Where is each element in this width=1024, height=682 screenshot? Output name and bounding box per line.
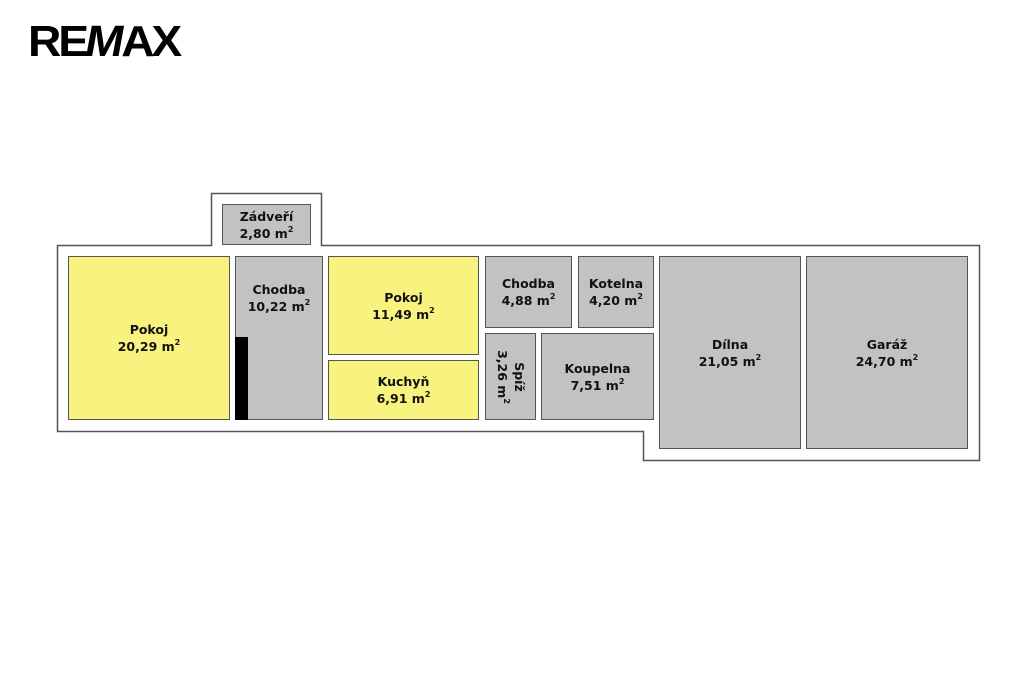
room-area: 4,20 m2 bbox=[589, 292, 643, 308]
room-name: Chodba bbox=[502, 276, 555, 291]
room-name: Pokoj bbox=[129, 322, 169, 337]
room-name: Pokoj bbox=[384, 289, 423, 305]
room-area: 2,80 m2 bbox=[239, 224, 294, 241]
room-name: Dílna bbox=[711, 336, 749, 352]
room-name: Zádveří bbox=[239, 208, 294, 224]
room-name: Chodba bbox=[252, 282, 306, 297]
room-area: 21,05 m2 bbox=[698, 352, 762, 369]
room-area: 3,26 m2 bbox=[494, 349, 511, 404]
room-name: Koupelna bbox=[564, 360, 631, 376]
room-area: 7,51 m2 bbox=[570, 376, 625, 393]
room-name: Kuchyň bbox=[377, 374, 430, 389]
room-area: 11,49 m2 bbox=[372, 305, 435, 322]
room-area: 4,88 m2 bbox=[501, 292, 556, 308]
room-area: 24,70 m2 bbox=[855, 352, 919, 369]
room-name: Kotelna bbox=[588, 276, 644, 291]
room-area: 20,29 m2 bbox=[117, 338, 181, 354]
room-area: 10,22 m2 bbox=[247, 298, 311, 314]
staircase-block bbox=[235, 337, 248, 420]
remax-logo: REMAX bbox=[28, 17, 182, 66]
room-name: Spíž bbox=[511, 361, 527, 392]
room-name: Garáž bbox=[866, 336, 908, 352]
room-area: 6,91 m2 bbox=[376, 390, 431, 406]
